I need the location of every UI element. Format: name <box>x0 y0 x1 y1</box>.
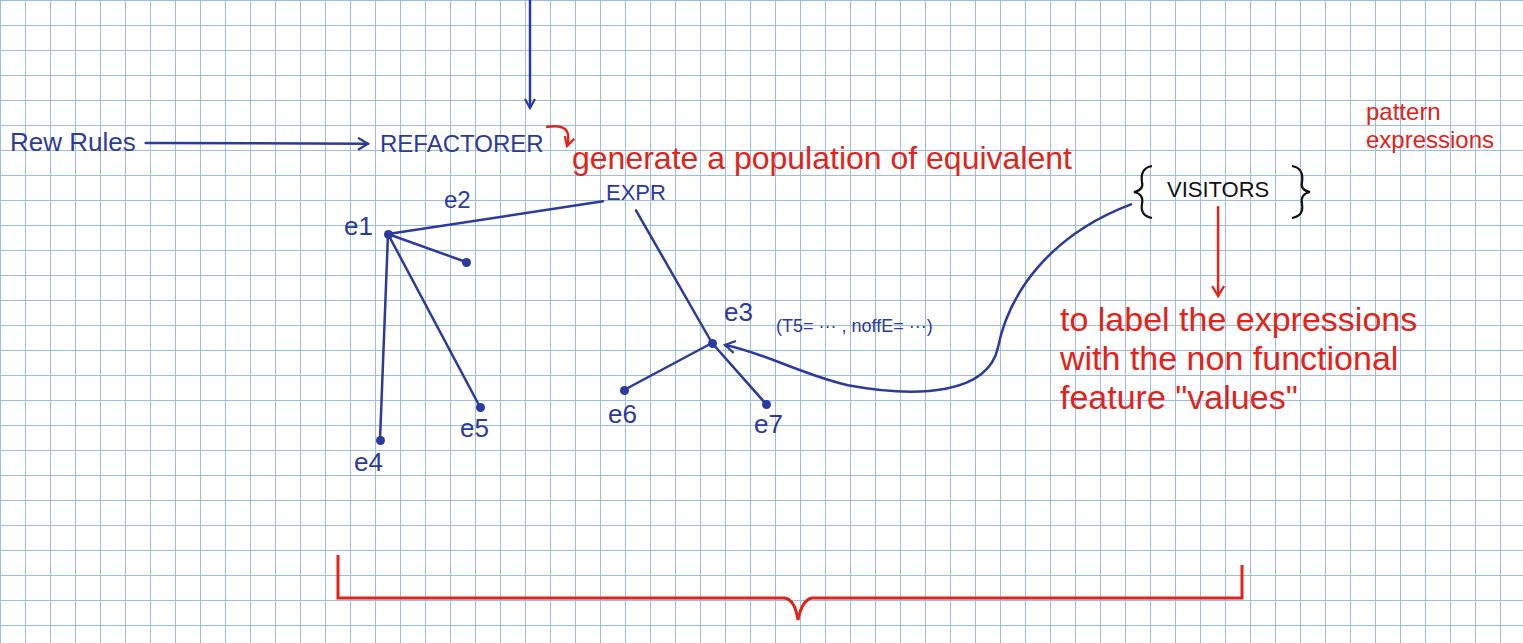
node-text: to label the expressions with the non fu… <box>1060 300 1480 417</box>
tree-node: e6 <box>606 400 639 430</box>
edge-label: (T5= ··· , noffE= ···) <box>776 316 933 337</box>
tree-connector <box>636 210 712 343</box>
tree-connector <box>388 201 603 234</box>
tree-node: e4 <box>352 448 385 478</box>
node-text: e6 <box>608 400 637 430</box>
right-brace <box>1292 166 1310 218</box>
node-dot <box>476 403 485 412</box>
incoming-arrow <box>529 0 532 108</box>
grouping-bracket <box>338 555 1242 620</box>
node-dot <box>762 400 771 409</box>
tree-connector <box>388 234 480 407</box>
node-dot <box>620 386 629 395</box>
tree-node: e2 <box>442 186 473 214</box>
node-text: e1 <box>344 212 373 242</box>
tree-node: e3 <box>722 298 755 328</box>
note-text: generate a population of equivalent <box>572 140 1072 177</box>
note-text: pattern expressions <box>1366 98 1516 153</box>
tree-node: e5 <box>458 414 491 444</box>
node-text: e5 <box>460 414 489 444</box>
node-text: e2 <box>444 186 471 214</box>
tree-node: e7 <box>752 410 785 440</box>
node-text: EXPR <box>606 180 666 205</box>
visitors-label: VISITORS <box>1165 177 1271 202</box>
node-text: REFACTORER <box>380 130 544 158</box>
process-label: REFACTORER <box>378 130 546 158</box>
node-text: e3 <box>724 298 753 328</box>
hook-arrow <box>546 126 568 146</box>
note-text: to label the expressions with the non fu… <box>1058 300 1482 417</box>
node-text: Rew Rules <box>10 128 136 158</box>
tree-connector <box>712 343 766 404</box>
note-arrow <box>1217 207 1220 296</box>
node-dot <box>462 258 471 267</box>
node-text: e7 <box>754 410 783 440</box>
node-text: e4 <box>354 448 383 478</box>
left-brace <box>1134 166 1152 218</box>
node-dot <box>708 339 717 348</box>
tree-connector <box>380 234 388 440</box>
tree-root: EXPR <box>604 180 668 205</box>
tree-node: e1 <box>342 212 375 242</box>
input-label: Rew Rules <box>8 128 138 158</box>
tree-connector <box>624 343 712 390</box>
node-dot <box>384 230 393 239</box>
tree-connector <box>146 142 368 145</box>
node-dot <box>376 436 385 445</box>
node-text: VISITORS <box>1167 177 1269 202</box>
